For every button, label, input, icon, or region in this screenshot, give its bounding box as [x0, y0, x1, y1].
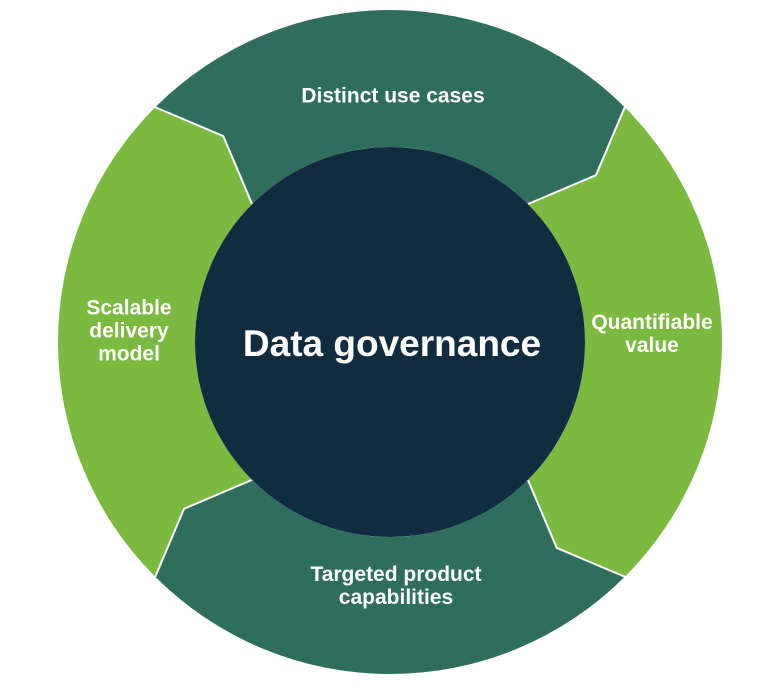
segment-separator	[527, 106, 626, 206]
segment-label-scalable-delivery-model: Scalable delivery model	[86, 296, 172, 366]
segment-separator	[526, 479, 626, 578]
segment-label-quantifiable-value: Quantifiable value	[591, 310, 713, 357]
center-label: Data governance	[242, 323, 542, 364]
segment-top	[155, 9, 625, 205]
segment-bottom	[155, 479, 625, 675]
segment-left	[57, 107, 253, 577]
segment-separator	[154, 106, 254, 205]
segment-right	[527, 107, 723, 577]
segment-label-distinct-use-cases: Distinct use cases	[301, 84, 485, 108]
segment-separator	[154, 478, 253, 578]
segment-label-targeted-product-capabilities: Targeted product capabilities	[310, 562, 482, 609]
center-circle	[195, 147, 585, 537]
